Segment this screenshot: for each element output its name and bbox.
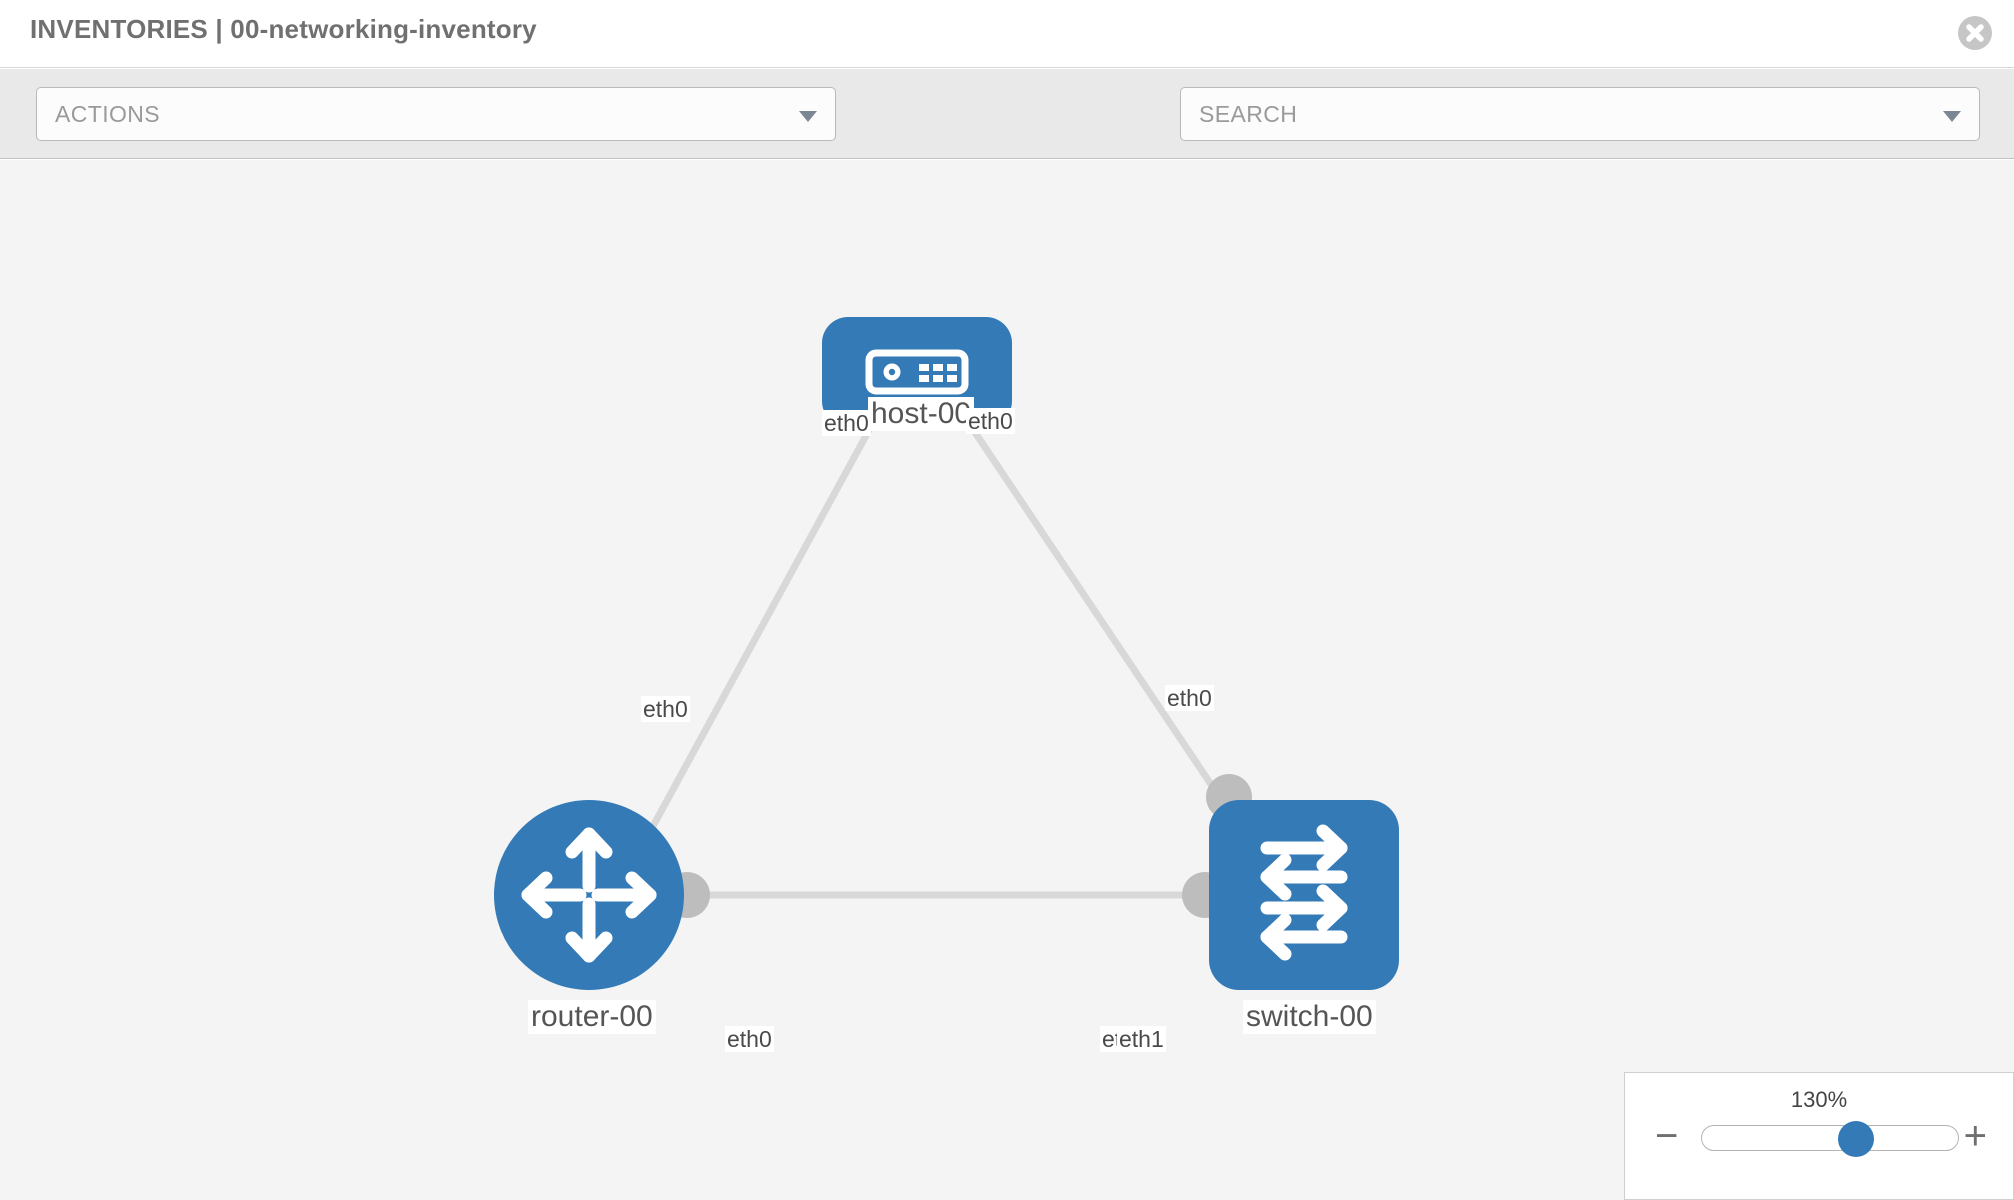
switch-arrows-icon [1260, 824, 1348, 961]
server-icon [865, 349, 969, 395]
search-input-value: SEARCH [1199, 101, 1298, 127]
zoom-control-panel: 130% − + [1624, 1072, 2014, 1200]
actions-dropdown-label: ACTIONS [55, 101, 161, 127]
actions-dropdown[interactable]: ACTIONS [36, 87, 836, 141]
edge-label-router-right: eth0 [725, 1026, 774, 1052]
zoom-out-button[interactable]: − [1655, 1114, 1679, 1158]
chevron-down-icon [1943, 111, 1961, 122]
edge-label-switch-left: eth1 [1117, 1026, 1166, 1052]
chevron-down-icon [799, 111, 817, 122]
search-input[interactable]: SEARCH [1180, 87, 1980, 141]
zoom-slider-thumb[interactable] [1838, 1121, 1875, 1157]
zoom-in-button[interactable]: + [1963, 1114, 1987, 1158]
toolbar: ACTIONS SEARCH [0, 69, 2014, 199]
page-header: INVENTORIES | 00-networking-inventory [0, 0, 2014, 68]
edge-label-host-left: eth0 [822, 410, 871, 436]
topology-canvas[interactable]: host-00 router-00 switch-00 eth0 eth0 et… [0, 160, 2014, 1200]
node-label-switch-00: switch-00 [1243, 1000, 1376, 1034]
zoom-level-value: 130% [1790, 1087, 1848, 1112]
topology-node-switch-00[interactable] [1209, 800, 1399, 990]
page-title: INVENTORIES | 00-networking-inventory [30, 14, 537, 44]
edge-label-switch-up: eth0 [1165, 685, 1214, 711]
topology-edges [636, 408, 1258, 899]
edge-label-router-up: eth0 [641, 696, 690, 722]
close-icon[interactable] [1958, 16, 1992, 50]
topology-node-router-00[interactable] [494, 800, 684, 990]
zoom-slider[interactable] [1701, 1121, 1959, 1157]
router-arrows-icon [521, 827, 657, 963]
node-label-router-00: router-00 [528, 1000, 656, 1034]
edge-label-host-right: eth0 [966, 408, 1015, 434]
node-label-host-00: host-00 [868, 397, 975, 431]
